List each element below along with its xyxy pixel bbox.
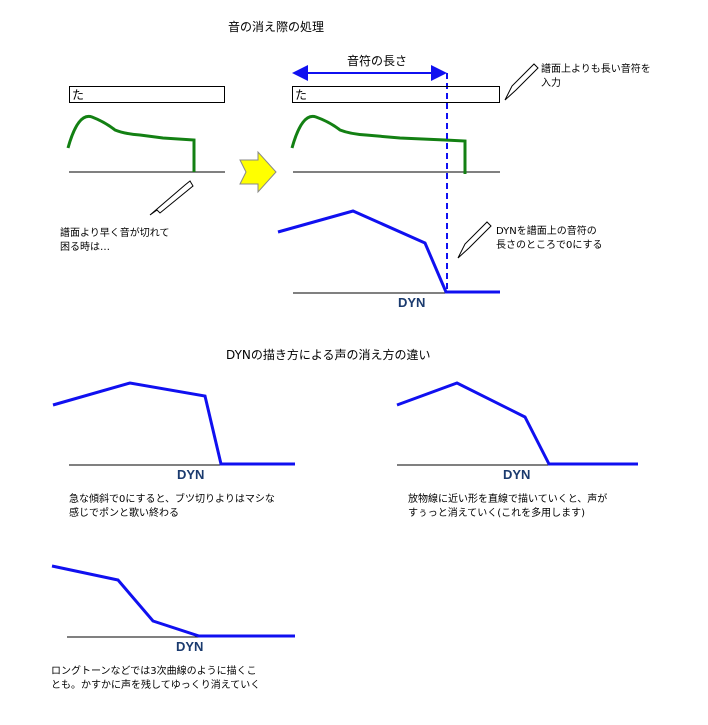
dyn-label: DYN — [177, 467, 205, 482]
callout-early-cut: 譜面より早く音が切れて困る時は… — [60, 228, 170, 253]
section-title: DYNの描き方による声の消え方の違い — [226, 348, 431, 362]
callout-dyn-zero: DYNを譜面上の音符の長さのところで0にする — [496, 226, 603, 251]
pencil-icon — [457, 221, 492, 259]
dyn-line-cubic — [51, 564, 295, 638]
dyn-line-steep — [52, 381, 295, 466]
lyric-box-left: た — [69, 86, 225, 103]
pencil-icon — [149, 180, 194, 216]
caption-parabola: 放物線に近い形を直線で描いていくと、声がすぅっと消えていく(これを多用します) — [408, 494, 608, 519]
dyn-label: DYN — [176, 639, 204, 654]
note-length-label: 音符の長さ — [347, 54, 408, 68]
lyric-box-right: た — [292, 86, 500, 103]
callout-longer-note: 譜面上よりも長い音符を入力 — [541, 64, 651, 89]
caption-steep: 急な傾斜で0にすると、ブツ切りよりはマシな感じでポンと歌い終わる — [69, 494, 275, 519]
page-title: 音の消え際の処理 — [228, 20, 325, 34]
dyn-label: DYN — [503, 467, 531, 482]
caption-cubic: ロングトーンなどでは3次曲線のように描くことも。かすかに声を残してゆっくり消えて… — [51, 666, 261, 691]
dyn-label: DYN — [398, 295, 426, 310]
pitch-curve-left — [66, 114, 196, 172]
right-arrow-icon — [239, 150, 277, 194]
dyn-line — [277, 209, 500, 294]
dyn-line-parabola — [396, 381, 638, 466]
pitch-curve-right — [290, 114, 467, 174]
pencil-icon — [504, 63, 539, 101]
